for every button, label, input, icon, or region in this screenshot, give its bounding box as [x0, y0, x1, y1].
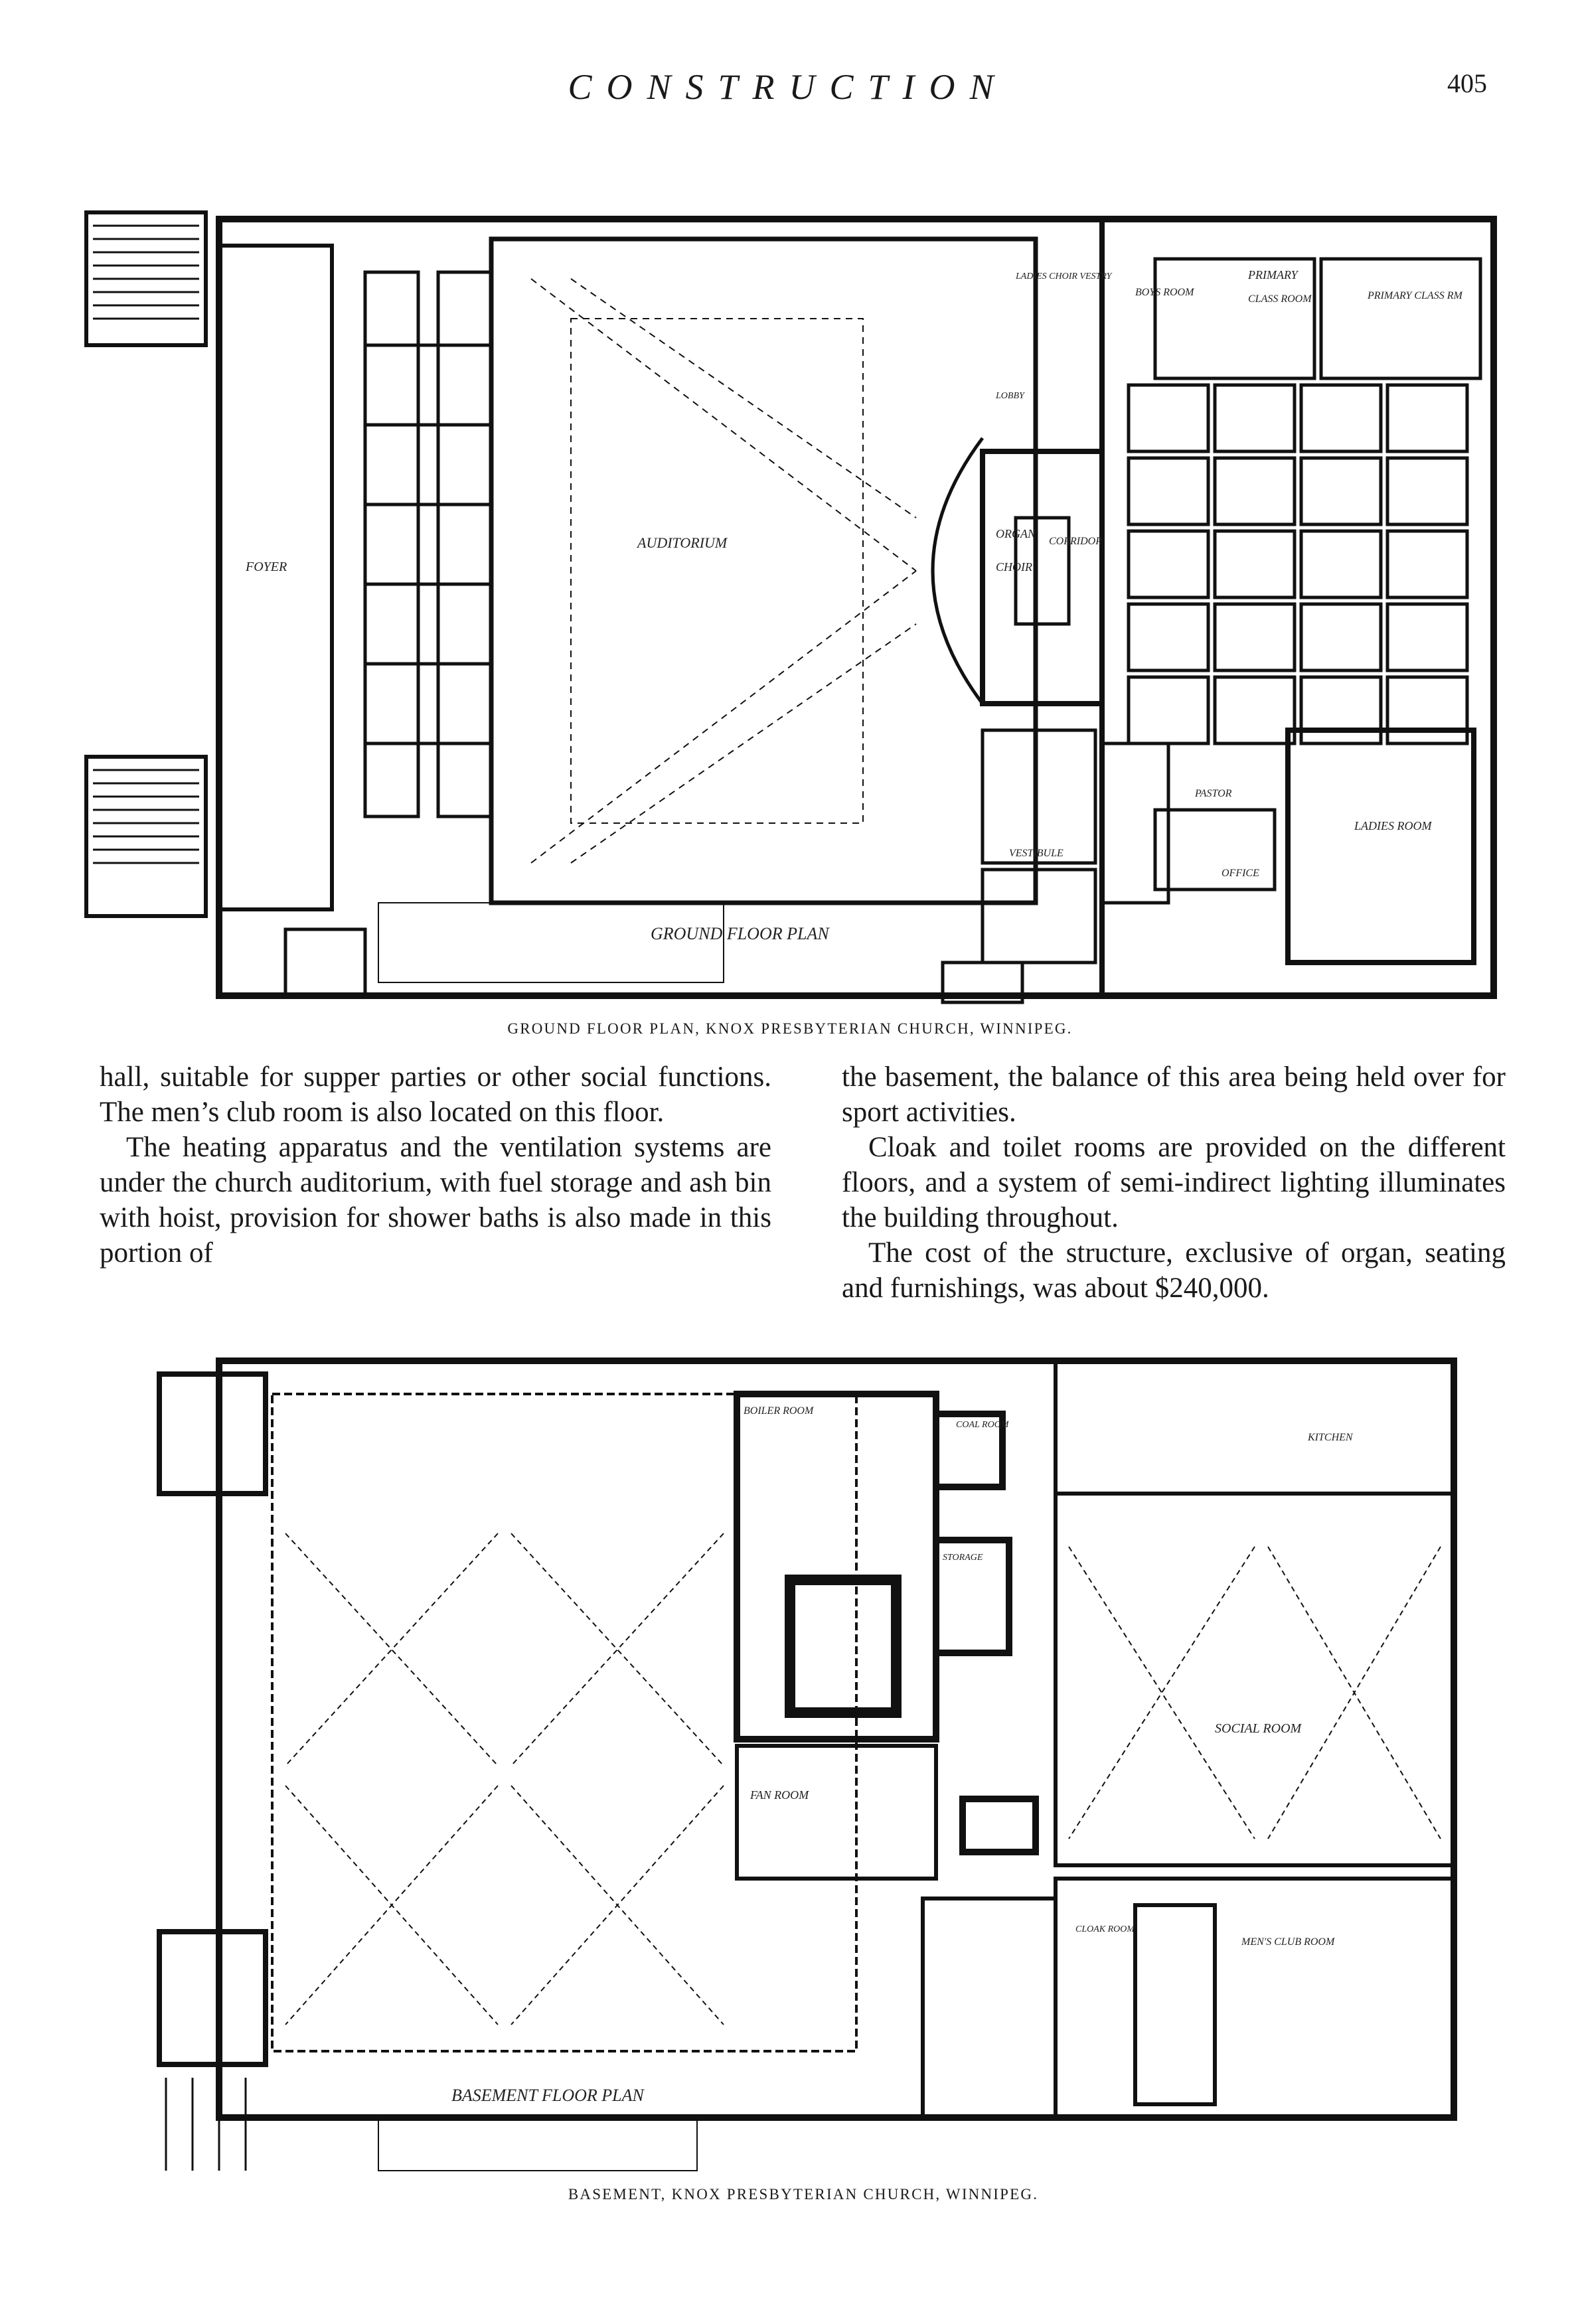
basement-plan-figure: BOILER ROOM FAN ROOM STORAGE SOCIAL ROOM… [139, 1334, 1467, 2177]
ground-floor-plan-drawing: AUDITORIUM FOYER ORGAN CHOIR CORRIDOR PR… [84, 210, 1497, 1004]
running-head: CONSTRUCTION [568, 67, 1008, 107]
plan-label-office: OFFICE [1221, 868, 1259, 879]
plan-label-choir: CHOIR [996, 560, 1032, 574]
right-paragraph-3: The cost of the structure, exclusive of … [842, 1237, 1506, 1304]
left-paragraph-2: The heating apparatus and the ventilatio… [100, 1132, 771, 1269]
basement-plan-caption: BASEMENT, KNOX PRESBYTERIAN CHURCH, WINN… [568, 2186, 1039, 2203]
basement-plan-title: BASEMENT FLOOR PLAN [451, 2086, 645, 2105]
plan-label-pastor: PASTOR [1194, 788, 1232, 799]
plan-label-lobby: LOBBY [995, 391, 1026, 401]
plan-label-foyer: FOYER [245, 560, 287, 574]
left-paragraph-1: hall, suitable for supper parties or oth… [100, 1061, 771, 1128]
ground-plan-caption: GROUND FLOOR PLAN, KNOX PRESBYTERIAN CHU… [507, 1020, 1073, 1037]
ground-plan-title: GROUND FLOOR PLAN [651, 924, 830, 943]
page-number: 405 [1447, 68, 1487, 98]
plan-label-mens-club-room: MEN'S CLUB ROOM [1241, 1936, 1336, 1948]
plan-label-boys-room: BOYS ROOM [1135, 287, 1195, 298]
plan-label-vestibule: VESTIBULE [1009, 848, 1064, 859]
ground-floor-plan-figure: AUDITORIUM FOYER ORGAN CHOIR CORRIDOR PR… [66, 146, 1514, 1016]
plan-label-corridor: CORRIDOR [1049, 536, 1102, 547]
plan-label-cloak-room: CLOAK ROOM [1075, 1924, 1135, 1934]
plan-label-boiler-room: BOILER ROOM [744, 1405, 815, 1417]
plan-label-storage: STORAGE [943, 1553, 983, 1563]
plan-label-coal-room: COAL ROOM [956, 1420, 1010, 1430]
plan-label-ladies-room: LADIES ROOM [1354, 819, 1432, 832]
body-right-column: the basement, the balance of this area b… [842, 1059, 1506, 1306]
plan-label-primary-class-rm: PRIMARY CLASS RM [1367, 290, 1463, 301]
right-paragraph-2: Cloak and toilet rooms are provided on t… [842, 1132, 1506, 1233]
plan-label-organ: ORGAN [996, 527, 1036, 540]
right-paragraph-1: the basement, the balance of this area b… [842, 1061, 1506, 1128]
plan-label-auditorium: AUDITORIUM [636, 534, 728, 551]
plan-label-kitchen: KITCHEN [1307, 1432, 1354, 1443]
plan-label-ladies-choir-vestry: LADIES CHOIR VESTRY [1015, 271, 1113, 281]
basement-plan-drawing: BOILER ROOM FAN ROOM STORAGE SOCIAL ROOM… [157, 1357, 1457, 2171]
plan-label-social-room: SOCIAL ROOM [1215, 1721, 1302, 1736]
plan-label-class-room: CLASS ROOM [1248, 293, 1312, 305]
plan-label-fan-room: FAN ROOM [749, 1788, 809, 1802]
body-left-column: hall, suitable for supper parties or oth… [100, 1059, 771, 1271]
plan-label-primary: PRIMARY [1247, 268, 1299, 281]
